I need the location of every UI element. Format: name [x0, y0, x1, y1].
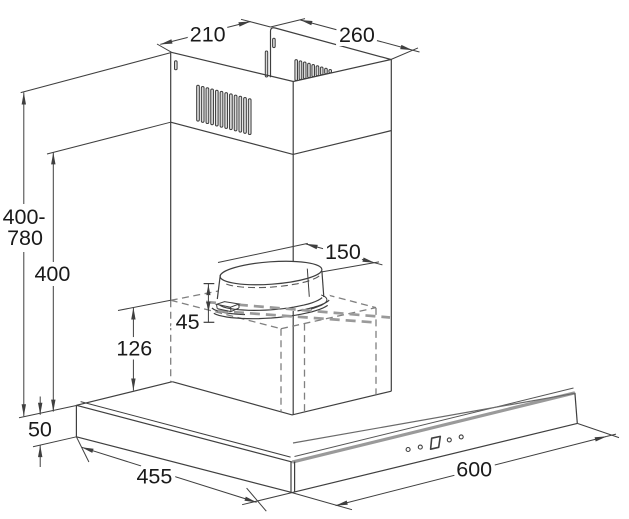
svg-text:400-: 400- [3, 205, 46, 229]
svg-text:600: 600 [456, 458, 492, 482]
svg-text:260: 260 [339, 23, 375, 47]
svg-text:455: 455 [136, 465, 172, 489]
svg-text:210: 210 [190, 22, 226, 46]
svg-text:400: 400 [34, 262, 70, 286]
svg-text:780: 780 [7, 226, 43, 250]
svg-text:126: 126 [116, 336, 152, 360]
svg-text:45: 45 [176, 310, 200, 334]
svg-text:50: 50 [28, 417, 52, 441]
svg-text:150: 150 [325, 240, 361, 264]
